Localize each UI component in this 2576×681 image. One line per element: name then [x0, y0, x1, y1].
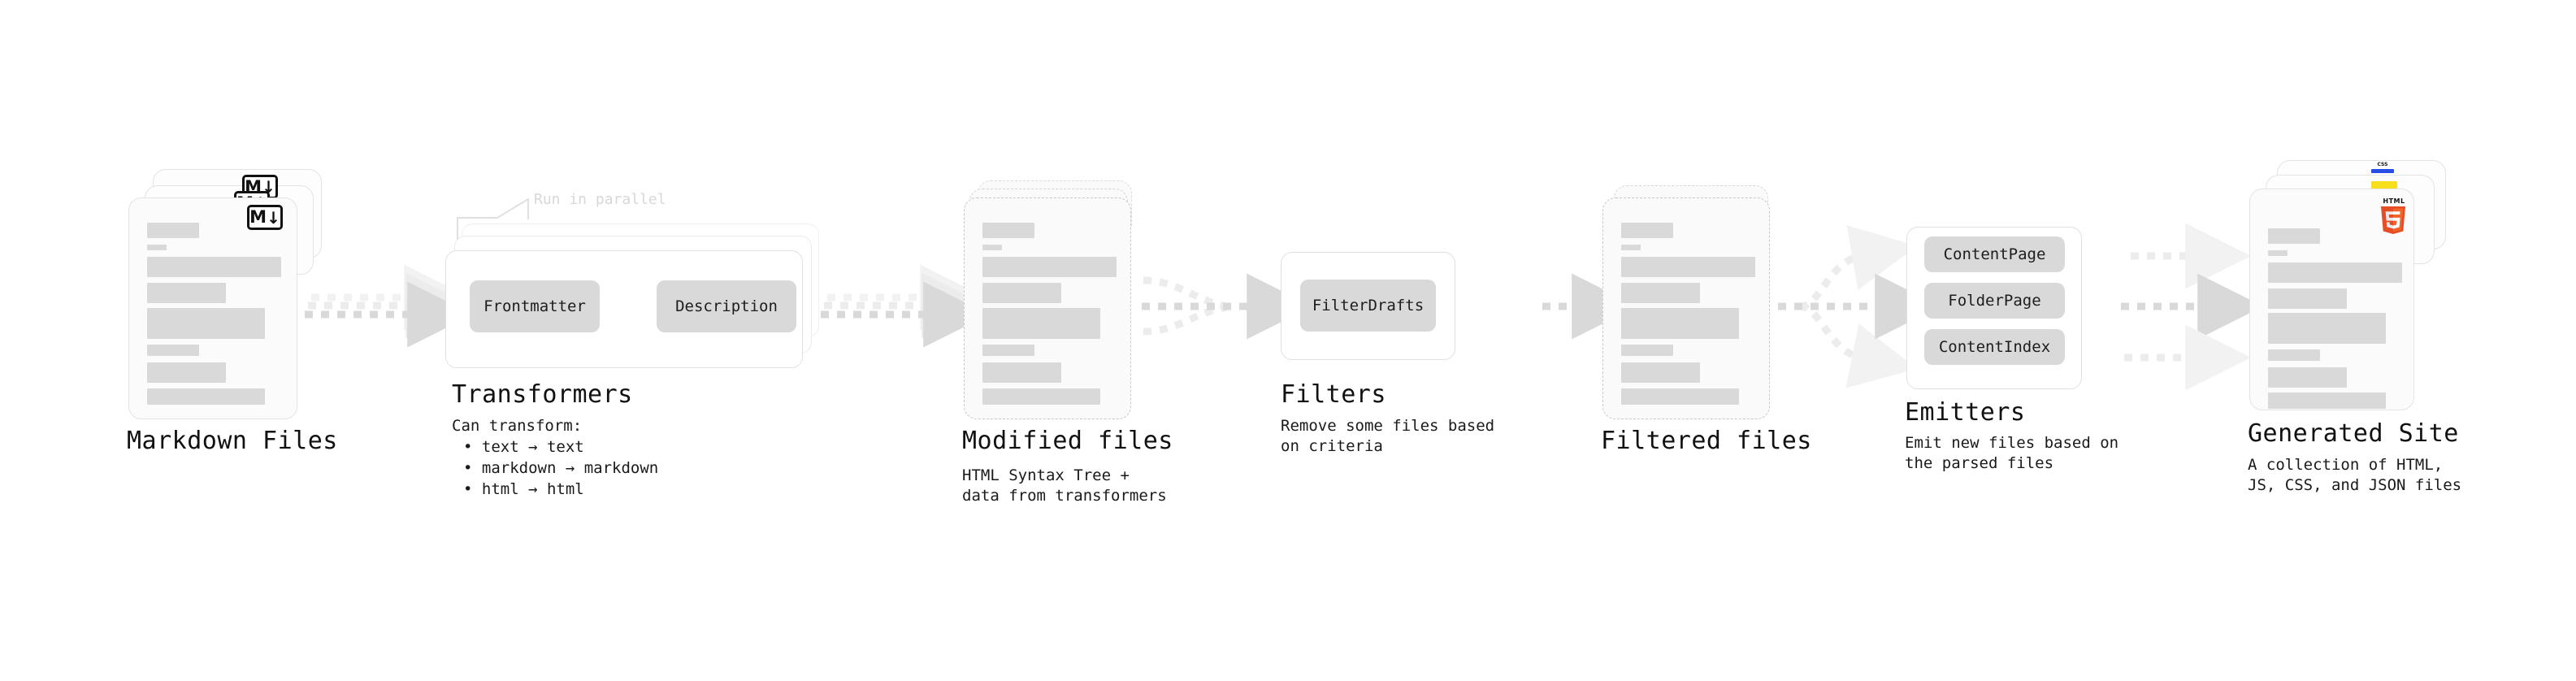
chip-contentpage: ContentPage	[1924, 236, 2065, 272]
file-card-front	[964, 197, 1131, 419]
arrow-transformers-to-modified	[821, 264, 990, 348]
stage-title-emitters: Emitters	[1905, 398, 2026, 427]
doc-line	[1621, 283, 1700, 303]
doc-title-bar	[982, 223, 1034, 238]
stage-title-generated-site: Generated Site	[2248, 419, 2459, 448]
stage-title-transformers: Transformers	[452, 380, 633, 409]
markdown-icon-letter: M	[249, 207, 267, 227]
doc-line	[147, 257, 281, 277]
doc-line	[2268, 288, 2347, 309]
doc-line	[982, 308, 1100, 339]
doc-title-bar	[2268, 228, 2320, 244]
file-card-front	[1602, 197, 1770, 419]
doc-line	[982, 283, 1061, 303]
html5-icon: HTML	[2379, 197, 2409, 234]
doc-subtitle-bar	[1621, 245, 1641, 250]
transformer-bullet-2: • html → html	[463, 480, 584, 498]
chip-frontmatter: Frontmatter	[470, 280, 600, 332]
chip-description: Description	[657, 280, 796, 332]
doc-line	[982, 345, 1034, 356]
doc-line	[2268, 393, 2386, 409]
doc-line	[1621, 308, 1739, 339]
markdown-icon-arrow: ↓	[267, 207, 280, 228]
stage-title-markdown-files: Markdown Files	[127, 427, 338, 455]
stage-title-filters: Filters	[1281, 380, 1386, 409]
stage-desc-transformers: Can transform:	[452, 417, 583, 435]
stage-title-filtered-files: Filtered files	[1601, 427, 1812, 455]
doc-line	[1621, 345, 1673, 356]
doc-subtitle-bar	[2268, 250, 2288, 256]
file-card-front	[128, 197, 297, 419]
chip-contentindex: ContentIndex	[1924, 329, 2065, 365]
doc-line	[2268, 262, 2402, 283]
doc-line	[1621, 257, 1755, 277]
doc-line	[982, 388, 1100, 405]
transformer-bullet-0: • text → text	[463, 438, 584, 456]
markdown-icon-letter: M	[245, 176, 262, 197]
doc-line	[147, 283, 226, 303]
doc-subtitle-bar	[982, 245, 1002, 250]
chip-filterdrafts: FilterDrafts	[1300, 280, 1436, 332]
doc-line	[1621, 388, 1739, 405]
doc-line	[982, 257, 1117, 277]
stage-title-modified-files: Modified files	[962, 427, 1173, 455]
doc-subtitle-bar	[147, 245, 167, 250]
doc-line	[982, 362, 1061, 383]
css-icon	[2371, 169, 2394, 173]
doc-line	[147, 362, 226, 383]
doc-line	[1621, 362, 1700, 383]
html5-icon-label: HTML	[2383, 197, 2405, 205]
stage-desc-modified-files: HTML Syntax Tree + data from transformer…	[962, 466, 1167, 505]
arrow-modified-to-filters	[1142, 273, 1313, 340]
stage-desc-generated-site: A collection of HTML, JS, CSS, and JSON …	[2248, 456, 2462, 494]
doc-line	[147, 345, 199, 356]
doc-title-bar	[1621, 223, 1673, 238]
css-icon-label: CSS	[2377, 162, 2388, 167]
doc-line	[147, 388, 265, 405]
arrow-emitters-to-site	[2121, 223, 2264, 391]
markdown-icon: M↓	[247, 205, 283, 230]
arrow-markdown-to-transformers	[305, 264, 474, 348]
arrow-filtered-to-emitters	[1778, 224, 1941, 388]
stage-desc-emitters: Emit new files based on the parsed files	[1905, 434, 2119, 472]
stage-desc-filters: Remove some files based on criteria	[1281, 417, 1495, 455]
doc-line	[2268, 349, 2320, 361]
doc-line	[2268, 367, 2347, 388]
transformer-bullet-1: • markdown → markdown	[463, 459, 659, 477]
doc-title-bar	[147, 223, 199, 238]
doc-line	[147, 308, 265, 339]
run-in-parallel-label: Run in parallel	[534, 191, 666, 208]
html5-shield-icon	[2380, 206, 2406, 234]
chip-folderpage: FolderPage	[1924, 283, 2065, 319]
doc-line	[2268, 313, 2386, 344]
